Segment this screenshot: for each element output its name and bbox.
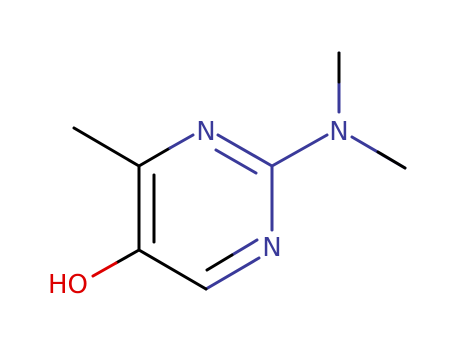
bond-c5-o xyxy=(114,248,141,265)
atom-label-hydroxyl: HO xyxy=(48,270,88,300)
bond-c5-o-o-half xyxy=(91,261,118,278)
bond-n1-c6-inner-c xyxy=(205,253,234,272)
bond-n1-c6-inner xyxy=(230,238,259,257)
atom-label-n-amine: N xyxy=(329,117,348,147)
atom-label-n-top: N xyxy=(196,117,215,147)
bond-n3-c2 xyxy=(216,133,274,168)
bond-c4-n3-n-half xyxy=(168,133,195,150)
bond-methyl-c4 xyxy=(72,126,141,168)
bond-c4-n3 xyxy=(137,146,172,168)
bond-c6-c5 xyxy=(137,248,208,291)
bond-n3-c2-inner xyxy=(214,148,258,175)
bond-namine-methyl-right-c xyxy=(376,150,407,170)
bond-c2-namine xyxy=(270,133,329,168)
atom-label-n-bottom: N xyxy=(262,233,281,263)
bond-n1-c6 xyxy=(204,256,261,291)
